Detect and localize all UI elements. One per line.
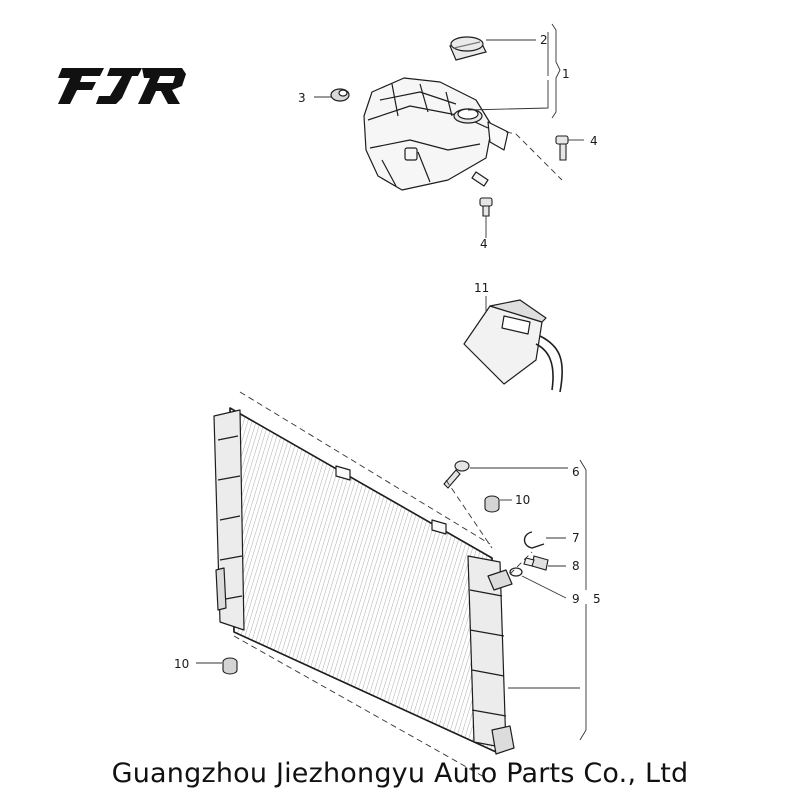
- radiator: [213, 407, 515, 755]
- callout-8: 8: [572, 559, 580, 573]
- callout-1: 1: [562, 67, 570, 81]
- rubber-mount-lower: [222, 657, 238, 675]
- callout-10-lower: 10: [174, 657, 189, 671]
- callout-5: 5: [593, 592, 601, 606]
- tank-bolt-right: [555, 135, 569, 161]
- callout-3: 3: [298, 91, 306, 105]
- expansion-tank: [363, 77, 509, 191]
- hose-plug: [330, 88, 350, 102]
- callout-6: 6: [572, 465, 580, 479]
- drain-plug: [443, 460, 470, 489]
- temperature-sensor: [523, 555, 549, 571]
- control-module: [463, 299, 563, 393]
- callout-9: 9: [572, 592, 580, 606]
- callout-11: 11: [474, 281, 489, 295]
- callout-labels: 1 2 3 4 4 5 6 7 8 9 10 10 11: [174, 33, 601, 671]
- company-name-footer: Guangzhou Jiezhongyu Auto Parts Co., Ltd: [111, 758, 689, 789]
- callout-7: 7: [572, 531, 580, 545]
- o-ring: [509, 567, 523, 577]
- brand-logo: [58, 68, 186, 104]
- callout-4-lower: 4: [480, 237, 488, 251]
- callout-2: 2: [540, 33, 548, 47]
- tank-bolt-lower: [479, 197, 493, 217]
- callout-4-upper: 4: [590, 134, 598, 148]
- leader-lines: [196, 23, 587, 741]
- assembly-guides: [233, 131, 563, 779]
- tank-cap: [449, 36, 487, 61]
- retaining-clip: [523, 531, 545, 549]
- callout-10-upper: 10: [515, 493, 530, 507]
- rubber-mount-upper: [484, 495, 500, 513]
